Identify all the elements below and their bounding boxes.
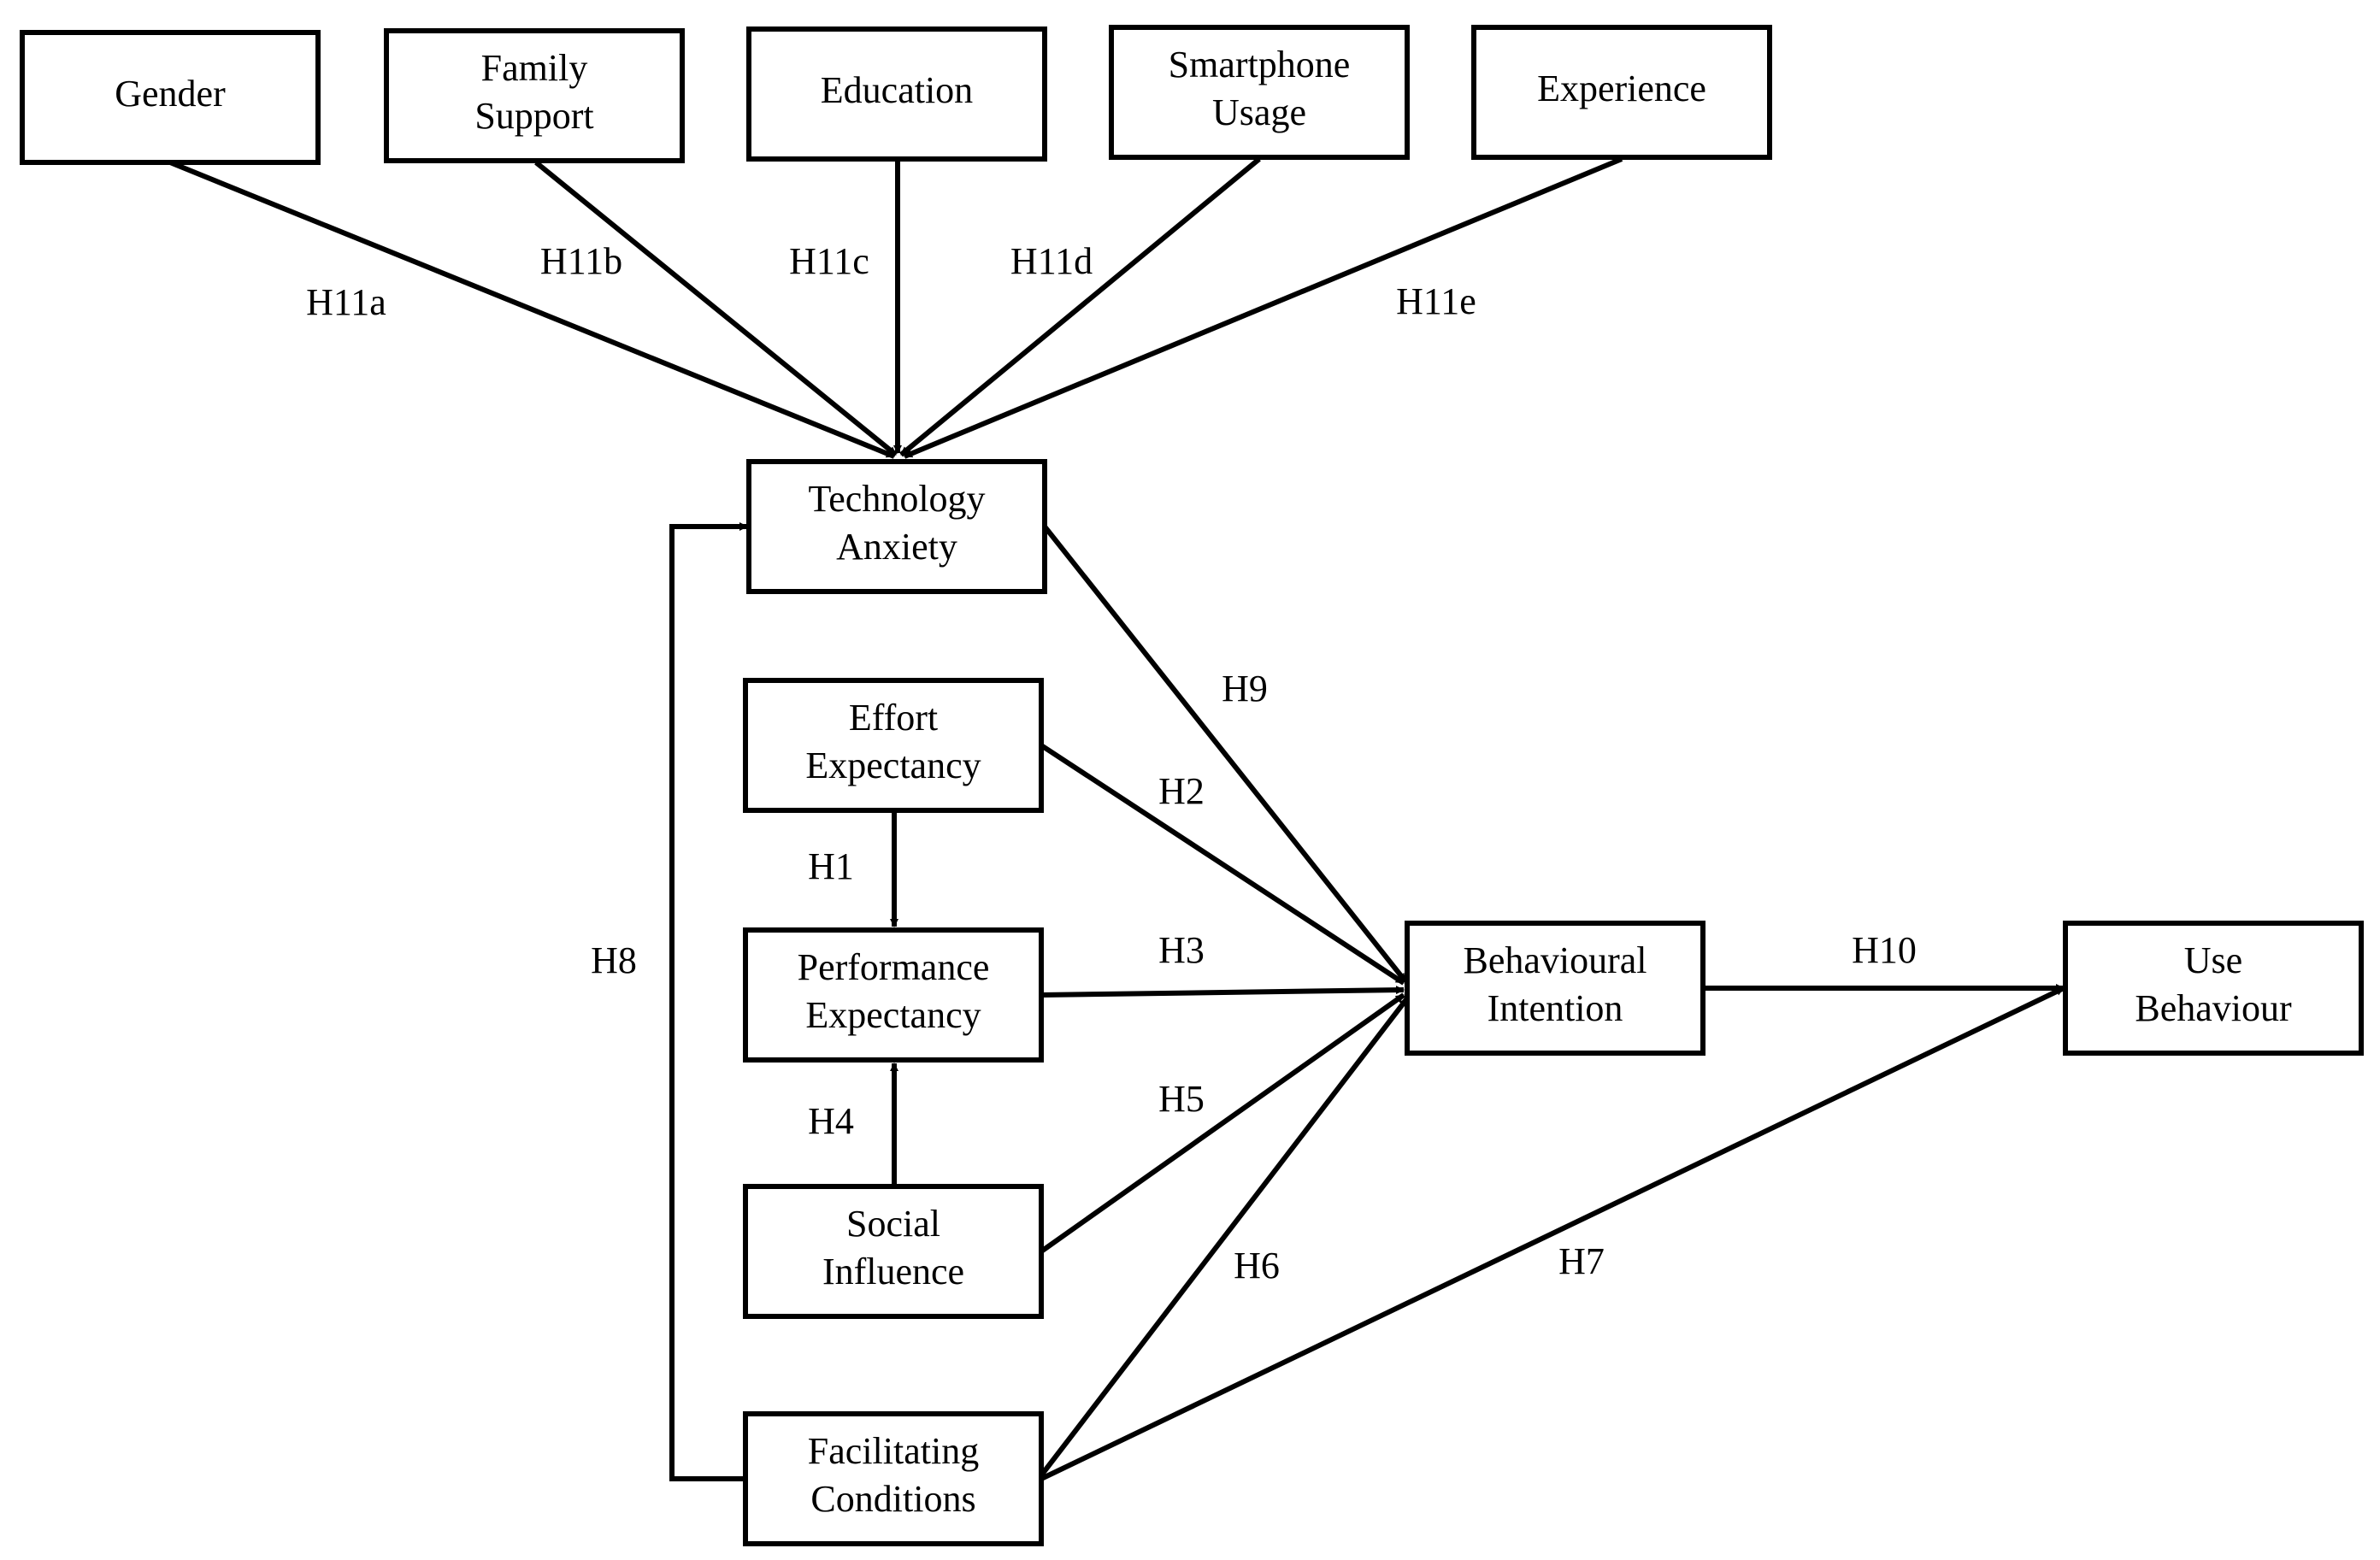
edge-label-h9: H9 <box>1222 668 1268 709</box>
node-use-behaviour-box <box>2063 921 2364 1056</box>
node-experience: Experience <box>1471 25 1772 160</box>
node-performance-expectancy-box <box>743 927 1044 1063</box>
edge-h7-arrow <box>1040 986 2065 1481</box>
edge-h11d-arrow <box>899 156 1261 457</box>
edge-label-h11a: H11a <box>306 281 386 323</box>
edge-h5-arrow <box>1040 992 1405 1254</box>
edge-label-h3: H3 <box>1158 929 1205 971</box>
edge-label-h5: H5 <box>1158 1078 1205 1120</box>
edge-h9-arrow <box>1042 525 1408 983</box>
node-smartphone-usage-label-line-2: Usage <box>1212 91 1306 133</box>
node-facilitating-conditions-label-line-2: Conditions <box>810 1478 975 1520</box>
node-performance-expectancy-label-line-2: Expectancy <box>805 994 981 1036</box>
edge-label-h2: H2 <box>1158 770 1205 812</box>
edge-h2-arrow <box>1040 743 1405 986</box>
node-technology-anxiety-box <box>746 459 1047 594</box>
node-social-influence-label-line-2: Influence <box>822 1251 964 1292</box>
node-family-support-box <box>384 28 685 163</box>
node-technology-anxiety-label-line-2: Anxiety <box>836 526 957 568</box>
edge-h3-arrow <box>1040 986 1405 998</box>
node-use-behaviour-label-line-2: Behaviour <box>2135 987 2292 1029</box>
edge-label-h1: H1 <box>808 845 854 887</box>
node-social-influence-label-line-1: Social <box>846 1203 940 1245</box>
edge-h11e-arrow <box>903 156 1623 459</box>
node-effort-expectancy-label-line-1: Effort <box>849 697 938 739</box>
edge-label-h10: H10 <box>1852 929 1917 971</box>
node-family-support-label-line-2: Support <box>474 95 593 137</box>
edge-label-h11c: H11c <box>789 240 869 282</box>
edges-layer <box>168 156 2065 1481</box>
node-education-label-line-1: Education <box>821 69 973 111</box>
node-technology-anxiety-label-line-1: Technology <box>808 478 985 520</box>
node-social-influence-box <box>743 1184 1044 1319</box>
node-gender-box <box>20 30 321 165</box>
node-gender: Gender <box>20 30 321 165</box>
node-facilitating-conditions-box <box>743 1411 1044 1546</box>
edge-label-h4: H4 <box>808 1100 854 1142</box>
node-performance-expectancy-label-line-1: Performance <box>798 946 990 988</box>
node-education-box <box>746 26 1047 162</box>
node-experience-box <box>1471 25 1772 160</box>
node-family-support-label-line-1: Family <box>481 47 588 89</box>
edge-label-h6: H6 <box>1234 1245 1280 1286</box>
node-use-behaviour-label-line-1: Use <box>2184 939 2242 981</box>
node-behavioural-intention-label-line-1: Behavioural <box>1463 939 1647 981</box>
edge-label-h11d: H11d <box>1010 240 1093 282</box>
edge-label-h8: H8 <box>591 939 637 981</box>
node-smartphone-usage-box <box>1109 25 1410 160</box>
edge-label-h11b: H11b <box>540 240 622 282</box>
edge-h11a-arrow <box>168 160 896 459</box>
node-gender-label-line-1: Gender <box>115 73 226 115</box>
edge-h8-arrow <box>669 522 748 1481</box>
edge-label-h11e: H11e <box>1396 280 1476 322</box>
node-effort-expectancy-box <box>743 678 1044 813</box>
edge-h6-arrow <box>1039 997 1410 1477</box>
node-smartphone-usage-label-line-1: Smartphone <box>1169 44 1351 85</box>
node-behavioural-intention-box <box>1405 921 1705 1056</box>
edge-label-h7: H7 <box>1558 1240 1605 1282</box>
edge-h11b-arrow <box>534 160 898 457</box>
node-education: Education <box>746 26 1047 162</box>
node-effort-expectancy-label-line-2: Expectancy <box>805 745 981 786</box>
node-experience-label-line-1: Experience <box>1537 68 1706 109</box>
node-facilitating-conditions-label-line-1: Facilitating <box>808 1430 979 1472</box>
node-behavioural-intention-label-line-2: Intention <box>1488 987 1623 1029</box>
